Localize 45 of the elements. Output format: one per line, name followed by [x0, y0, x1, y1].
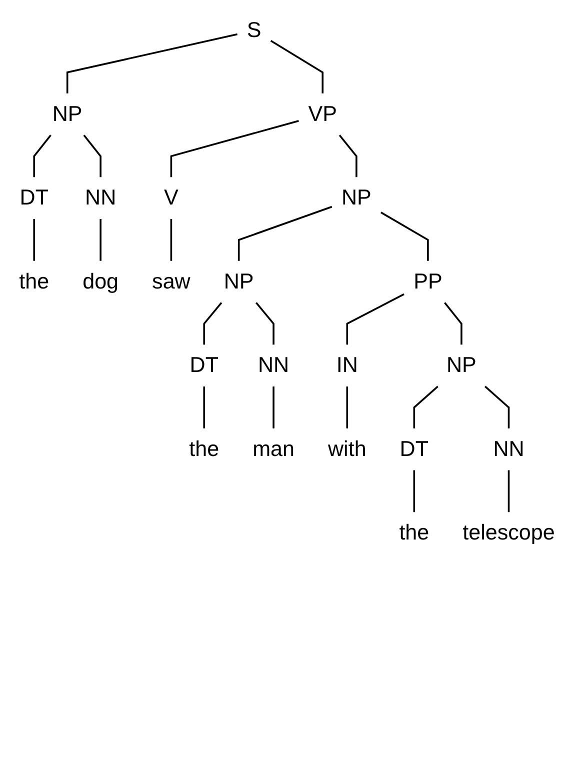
node-text: DT [20, 185, 48, 210]
connector [346, 293, 404, 345]
node-text: DT [190, 352, 218, 377]
node-text: DT [400, 436, 429, 461]
node-text: NN [493, 436, 524, 461]
connector [66, 33, 238, 94]
node-text: NN [258, 352, 290, 377]
connector [484, 386, 510, 428]
connector [83, 134, 102, 178]
connector [170, 120, 299, 178]
node-text: NP [446, 352, 476, 377]
connector [33, 218, 36, 261]
connector [238, 206, 332, 261]
connector [272, 386, 274, 428]
node-text: man [252, 436, 294, 461]
connector [100, 218, 102, 261]
node-text: the [19, 269, 50, 294]
connector [256, 302, 274, 345]
node-text: NP [52, 102, 82, 126]
connector [338, 134, 358, 178]
connector [33, 134, 52, 178]
node-text: IN [336, 352, 358, 377]
node-text: NN [85, 185, 116, 210]
node-text: S [246, 18, 262, 42]
connector [270, 40, 324, 94]
node-text: NP [224, 269, 254, 294]
connector [508, 470, 510, 512]
connector [170, 218, 172, 261]
node-text: VP [308, 102, 337, 126]
node-text: V [164, 185, 178, 210]
node-text: telescope [462, 520, 555, 544]
node-text: NP [341, 185, 372, 210]
node-text: with [328, 436, 366, 461]
connector [413, 386, 438, 428]
connector [203, 386, 206, 428]
connector [413, 470, 416, 512]
connector [444, 302, 462, 345]
node-text: the [399, 520, 430, 544]
node-text: the [189, 436, 220, 461]
node-text: saw [152, 269, 190, 294]
node-text: PP [414, 269, 442, 294]
connector [203, 302, 222, 345]
connector [380, 212, 429, 261]
connector [346, 386, 348, 428]
node-text: dog [82, 269, 119, 294]
